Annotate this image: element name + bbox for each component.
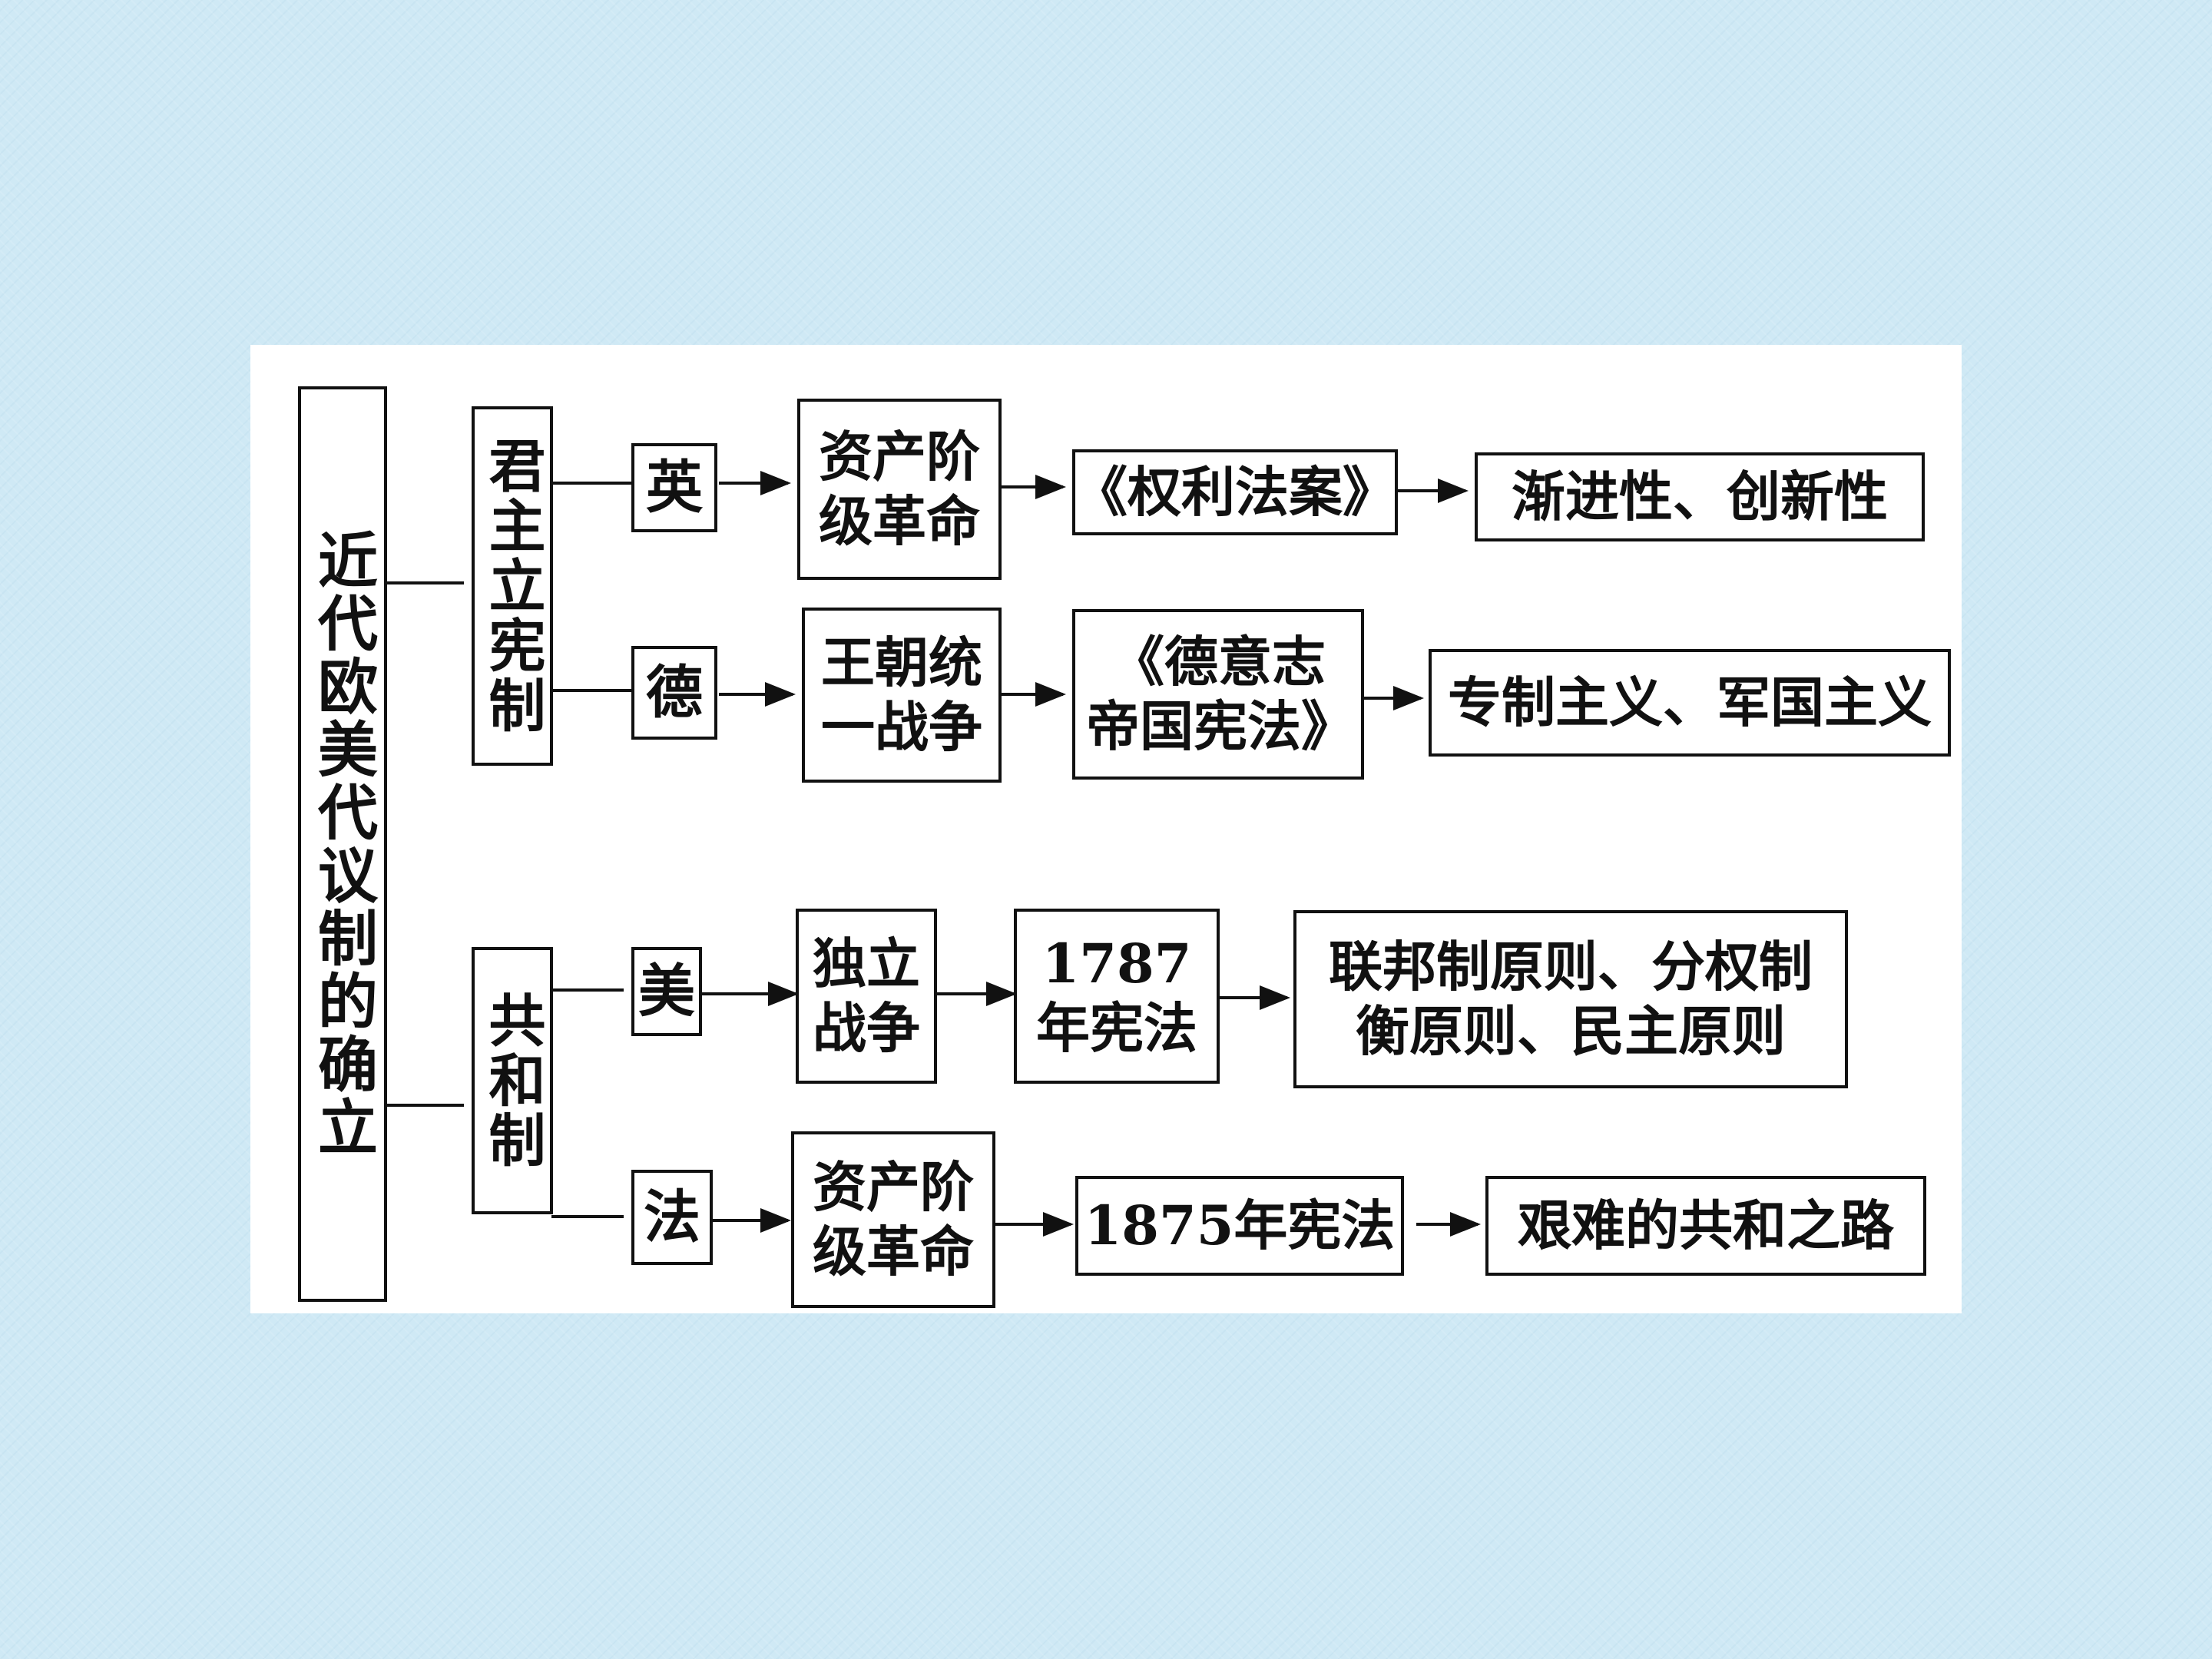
- branch-monarchy-label: 君主立宪制: [479, 436, 545, 736]
- country-us-box: 美: [631, 947, 702, 1036]
- document-fr-label: 1875年宪法: [1084, 1194, 1396, 1257]
- feature-fr-box: 艰难的共和之路: [1485, 1176, 1926, 1276]
- feature-de-box: 专制主义、军国主义: [1429, 649, 1951, 757]
- root-box: 近代欧美代议制的确立: [298, 386, 387, 1302]
- event-uk-box: 资产阶级革命: [797, 399, 1002, 580]
- feature-uk-label: 渐进性、创新性: [1512, 465, 1888, 528]
- feature-de-label: 专制主义、军国主义: [1448, 671, 1932, 734]
- country-de-box: 德: [631, 646, 717, 740]
- event-uk-label: 资产阶级革命: [819, 425, 980, 553]
- event-de-box: 王朝统一战争: [802, 608, 1002, 783]
- event-fr-box: 资产阶级革命: [791, 1131, 995, 1308]
- document-de-label: 《德意志帝国宪法》: [1086, 630, 1355, 758]
- feature-uk-box: 渐进性、创新性: [1475, 452, 1925, 541]
- event-us-label: 独立战争: [813, 932, 920, 1060]
- document-uk-box: 《权利法案》: [1072, 449, 1398, 535]
- event-us-box: 独立战争: [796, 909, 937, 1084]
- diagram-panel: 近代欧美代议制的确立 君主立宪制 共和制 英 资产阶级革命 《权利法案》 渐进性…: [250, 345, 1962, 1313]
- connector-layer: [386, 471, 1481, 1237]
- document-us-label: 1787年宪法: [1036, 932, 1197, 1060]
- country-fr-label: 法: [644, 1184, 700, 1250]
- branch-republic-box: 共和制: [472, 947, 553, 1214]
- root-title: 近代欧美代议制的确立: [308, 529, 378, 1159]
- document-uk-label: 《权利法案》: [1074, 460, 1396, 524]
- country-uk-label: 英: [646, 455, 703, 521]
- document-fr-box: 1875年宪法: [1075, 1176, 1404, 1276]
- branch-republic-label: 共和制: [479, 991, 545, 1171]
- event-de-label: 王朝统一战争: [821, 631, 982, 759]
- feature-us-label: 联邦制原则、分权制衡原则、民主原则: [1329, 935, 1813, 1063]
- feature-fr-label: 艰难的共和之路: [1518, 1194, 1894, 1257]
- branch-monarchy-box: 君主立宪制: [472, 406, 553, 766]
- country-us-label: 美: [638, 959, 695, 1025]
- country-uk-box: 英: [631, 443, 717, 532]
- country-de-label: 德: [646, 660, 703, 726]
- country-fr-box: 法: [631, 1170, 713, 1265]
- event-fr-label: 资产阶级革命: [813, 1155, 974, 1283]
- document-us-box: 1787年宪法: [1014, 909, 1220, 1084]
- document-de-box: 《德意志帝国宪法》: [1072, 609, 1364, 780]
- feature-us-box: 联邦制原则、分权制衡原则、民主原则: [1293, 910, 1848, 1088]
